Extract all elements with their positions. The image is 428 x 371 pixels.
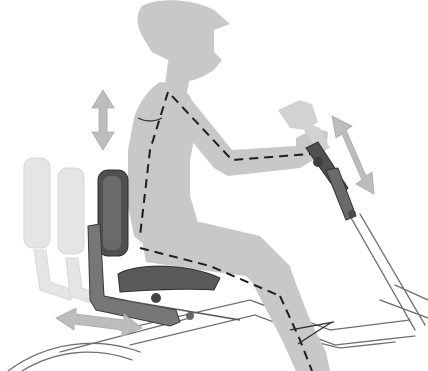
ghost-backrest-near <box>58 168 84 254</box>
backrest-highlight <box>103 176 121 250</box>
seat-clamp-bolt <box>151 293 161 303</box>
stem-clamp <box>348 210 356 218</box>
steering-pivot <box>313 157 323 167</box>
frame-bolt <box>186 312 194 320</box>
ghost-backrest-far <box>24 158 50 248</box>
